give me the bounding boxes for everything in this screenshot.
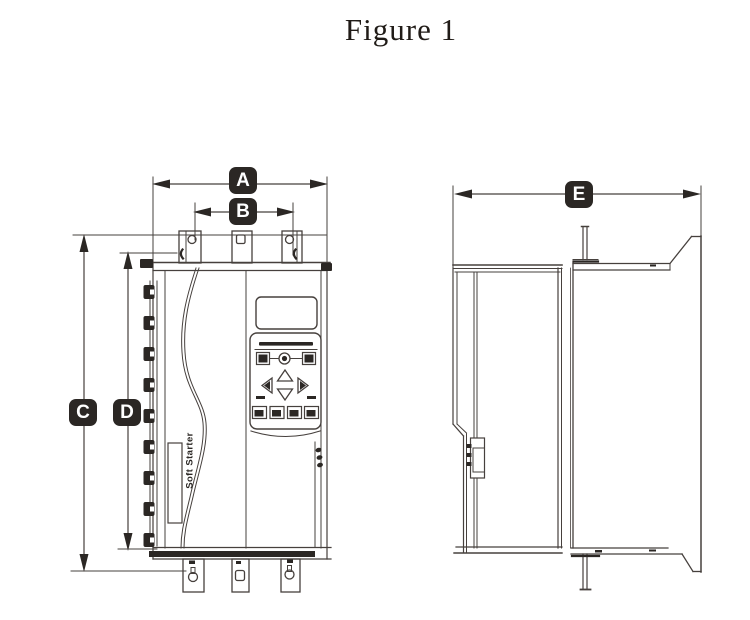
- dimension-badge-d: D: [113, 399, 141, 426]
- side-mounting-tabs: [570, 225, 601, 591]
- dimension-c-arrow: [70, 234, 327, 572]
- back-mounting-plate: [570, 235, 702, 573]
- keypad-panel: [249, 332, 322, 430]
- display-window: [255, 296, 318, 330]
- left-arrow-key-icon: [260, 376, 273, 395]
- bottom-mounting-tabs: [182, 558, 301, 593]
- stop-key-icon: [301, 351, 317, 366]
- soft-starter-label: Soft Starter: [184, 432, 196, 489]
- run-key-icon: [255, 351, 271, 366]
- dimension-badge-b: B: [229, 198, 257, 225]
- keypad-section: [245, 270, 323, 549]
- figure-title: Figure 1: [344, 12, 458, 47]
- rotary-knob-icon: [269, 352, 303, 365]
- terminal-strip: [143, 280, 158, 547]
- dimension-badge-c: C: [69, 399, 97, 426]
- top-mounting-tabs: [178, 230, 303, 264]
- up-arrow-key-icon: [276, 368, 294, 382]
- front-view-drawing: [70, 176, 332, 593]
- dimension-badge-a: A: [229, 167, 257, 194]
- right-arrow-key-icon: [297, 376, 310, 395]
- side-front-face: [452, 267, 478, 553]
- side-body-outline: [452, 264, 563, 554]
- down-arrow-key-icon: [276, 388, 294, 402]
- function-key-row: [251, 405, 320, 420]
- housing-contour-line: [180, 267, 207, 549]
- dimension-badge-e: E: [565, 181, 593, 208]
- side-view-drawing: [452, 185, 702, 591]
- indicator-dots: [315, 447, 323, 468]
- nameplate-slot: [167, 442, 183, 524]
- side-clip: [466, 437, 486, 479]
- front-body-outline: [140, 259, 332, 560]
